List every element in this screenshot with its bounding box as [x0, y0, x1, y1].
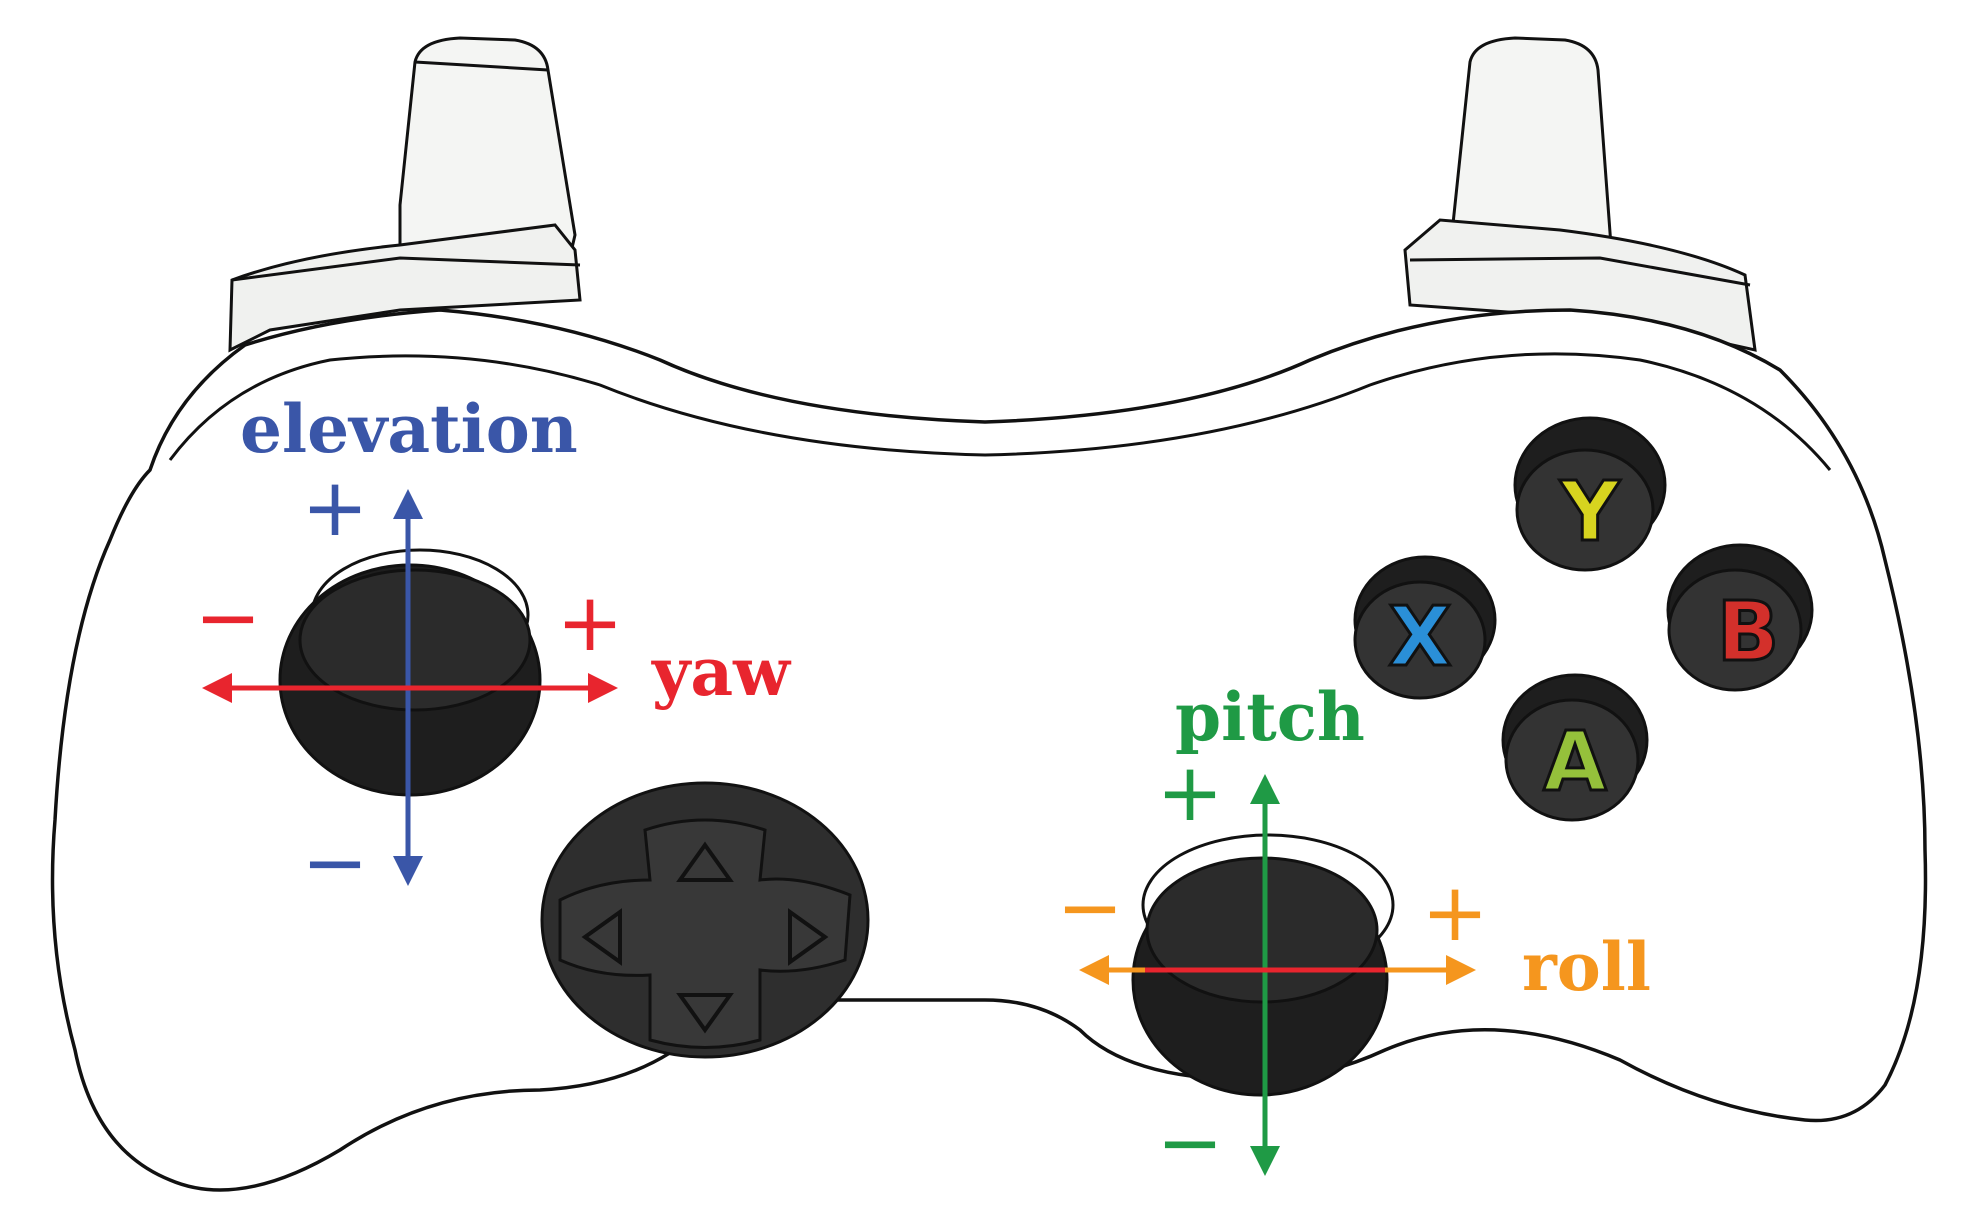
roll-minus-sign: − [1056, 861, 1123, 954]
button-a-label: A [1543, 715, 1607, 810]
dpad[interactable] [540, 781, 870, 1059]
yaw-label: yaw [651, 633, 792, 711]
pitch-label: pitch [1175, 678, 1365, 756]
button-a[interactable]: A [1501, 673, 1649, 822]
pitch-plus-sign: + [1156, 746, 1223, 839]
body-contour [168, 352, 1832, 471]
right-bumper [1403, 218, 1757, 352]
button-b[interactable]: B [1666, 543, 1814, 692]
triangle-up-icon[interactable] [676, 841, 734, 882]
triangle-right-icon[interactable] [788, 908, 829, 966]
left-bumper [228, 223, 582, 353]
elevation-minus-sign: − [301, 816, 368, 909]
roll-label: roll [1522, 928, 1651, 1006]
roll-plus-sign: + [1421, 866, 1488, 959]
elevation-label: elevation [240, 390, 578, 468]
button-x-label: X [1388, 590, 1451, 685]
button-x[interactable]: X [1353, 555, 1497, 700]
button-b-label: B [1717, 585, 1780, 680]
button-y-label: Y [1559, 465, 1621, 560]
triangle-left-icon[interactable] [581, 908, 622, 966]
triangle-down-icon[interactable] [676, 993, 734, 1034]
elevation-plus-sign: + [301, 461, 368, 554]
yaw-minus-sign: − [194, 571, 261, 664]
yaw-plus-sign: + [556, 576, 623, 669]
button-y[interactable]: Y [1513, 416, 1667, 572]
pitch-minus-sign: − [1156, 1096, 1223, 1189]
